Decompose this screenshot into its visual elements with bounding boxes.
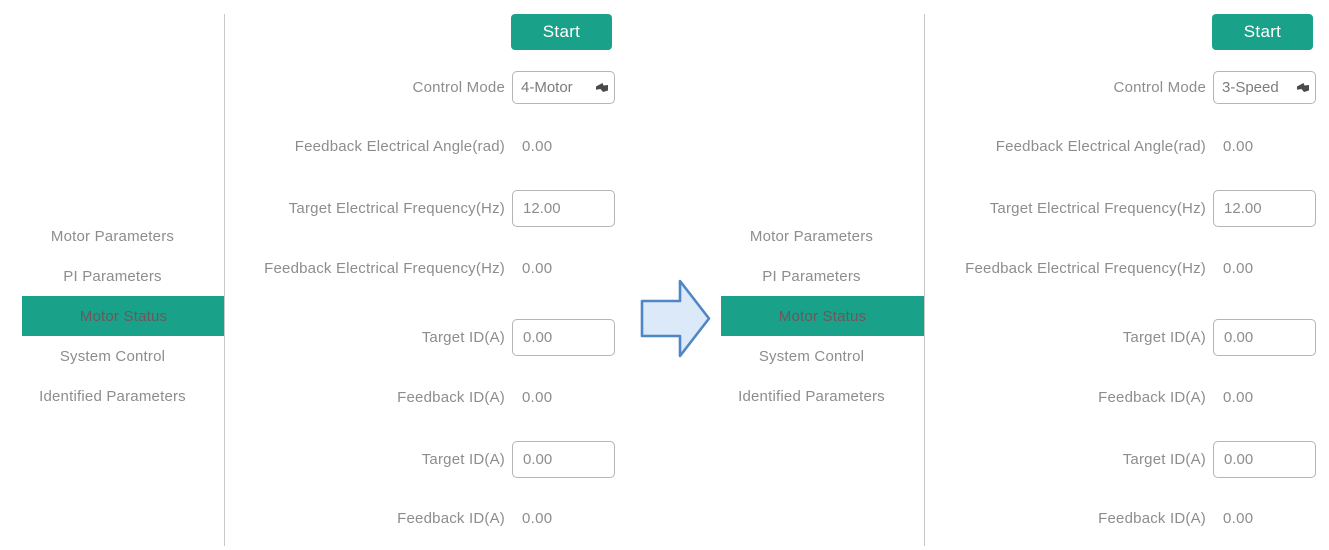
sidebar-item-motor-parameters[interactable]: Motor Parameters: [749, 227, 874, 245]
sidebar: Motor Parameters PI Parameters Motor Sta…: [699, 216, 924, 416]
start-button[interactable]: Start: [1212, 14, 1313, 50]
sidebar-item-motor-status[interactable]: Motor Status: [22, 296, 225, 336]
target-id-label: Target ID(A): [421, 450, 505, 468]
target-electrical-frequency-label: Target Electrical Frequency(Hz): [989, 199, 1206, 217]
feedback-electrical-angle-label: Feedback Electrical Angle(rad): [294, 137, 505, 155]
feedback-electrical-angle-value: 0.00: [1223, 137, 1254, 155]
sidebar-form-divider: [224, 14, 225, 546]
control-mode-dropdown[interactable]: 3-Speed: [1213, 70, 1316, 104]
start-button[interactable]: Start: [511, 14, 612, 50]
control-mode-value: 4-Motor: [521, 78, 573, 96]
feedback-id-label: Feedback ID(A): [397, 388, 505, 406]
sidebar-form-divider: [924, 14, 925, 546]
sidebar-item-system-control[interactable]: System Control: [758, 347, 865, 365]
feedback-id-value: 0.00: [1223, 388, 1254, 406]
feedback-id-value: 0.00: [522, 388, 553, 406]
sidebar-item-pi-parameters[interactable]: PI Parameters: [762, 267, 861, 285]
feedback-electrical-frequency-label: Feedback Electrical Frequency(Hz): [264, 259, 505, 277]
sidebar-item-identified-parameters[interactable]: Identified Parameters: [39, 387, 186, 405]
right-block-arrow-icon: [639, 274, 713, 364]
control-mode-label: Control Mode: [1113, 78, 1206, 96]
target-id-input[interactable]: [512, 440, 615, 478]
sidebar-item-system-control[interactable]: System Control: [59, 347, 166, 365]
feedback-id-label: Feedback ID(A): [397, 509, 505, 527]
feedback-id-label: Feedback ID(A): [1098, 388, 1206, 406]
control-mode-label: Control Mode: [412, 78, 505, 96]
target-id-input[interactable]: [1213, 440, 1316, 478]
control-mode-value: 3-Speed: [1222, 78, 1279, 96]
target-id-label: Target ID(A): [421, 328, 505, 346]
dropdown-indicator-icon: [595, 82, 609, 93]
feedback-electrical-angle-label: Feedback Electrical Angle(rad): [995, 137, 1206, 155]
dropdown-indicator-icon: [1296, 82, 1310, 93]
feedback-id-value: 0.00: [1223, 509, 1254, 527]
feedback-electrical-frequency-value: 0.00: [522, 259, 553, 277]
sidebar: Motor Parameters PI Parameters Motor Sta…: [0, 216, 225, 416]
feedback-id-label: Feedback ID(A): [1098, 509, 1206, 527]
target-id-label: Target ID(A): [1122, 450, 1206, 468]
target-id-label: Target ID(A): [1122, 328, 1206, 346]
feedback-electrical-frequency-label: Feedback Electrical Frequency(Hz): [965, 259, 1206, 277]
target-id-input[interactable]: [512, 318, 615, 356]
target-electrical-frequency-input[interactable]: [1213, 189, 1316, 227]
sidebar-item-motor-status[interactable]: Motor Status: [721, 296, 924, 336]
sidebar-item-pi-parameters[interactable]: PI Parameters: [63, 267, 162, 285]
sidebar-item-motor-parameters[interactable]: Motor Parameters: [50, 227, 175, 245]
feedback-electrical-frequency-value: 0.00: [1223, 259, 1254, 277]
control-mode-dropdown[interactable]: 4-Motor: [512, 70, 615, 104]
feedback-electrical-angle-value: 0.00: [522, 137, 553, 155]
target-id-input[interactable]: [1213, 318, 1316, 356]
feedback-id-value: 0.00: [522, 509, 553, 527]
target-electrical-frequency-label: Target Electrical Frequency(Hz): [288, 199, 505, 217]
target-electrical-frequency-input[interactable]: [512, 189, 615, 227]
sidebar-item-identified-parameters[interactable]: Identified Parameters: [738, 387, 885, 405]
